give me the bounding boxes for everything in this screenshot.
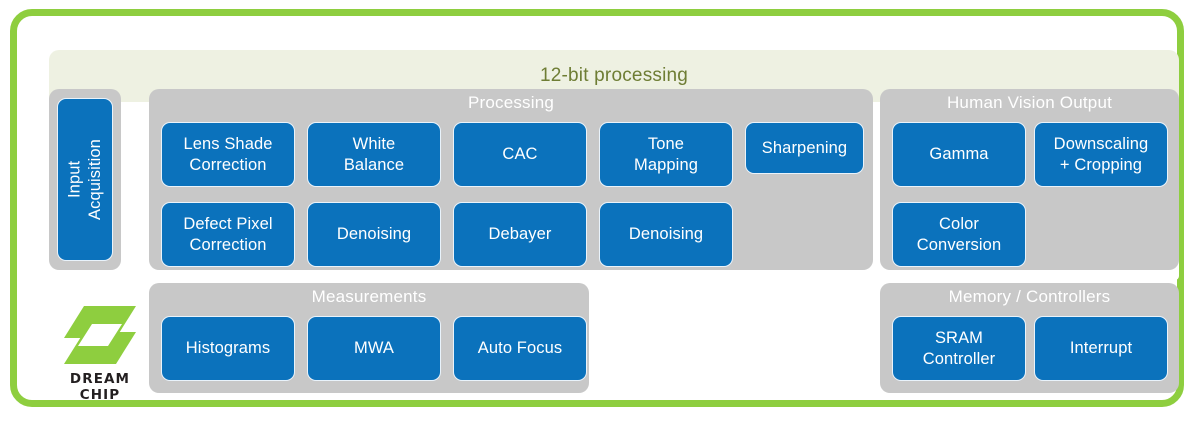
banner-title: 12-bit processing (539, 65, 689, 86)
block-sram-controller[interactable]: SRAM Controller (892, 316, 1026, 381)
measurements-panel: Measurements Histograms MWA Auto Focus (149, 283, 589, 393)
block-tone-mapping[interactable]: Tone Mapping (599, 122, 733, 187)
human-vision-output-panel-title: Human Vision Output (946, 93, 1113, 112)
block-histograms[interactable]: Histograms (161, 316, 295, 381)
block-input-acquisition[interactable]: Input Acquisition (57, 98, 113, 261)
brand-name: DREAM CHIP (69, 371, 131, 403)
block-mwa[interactable]: MWA (307, 316, 441, 381)
block-sharpening[interactable]: Sharpening (745, 122, 864, 174)
dream-chip-logo: DREAM CHIP (55, 304, 145, 403)
block-white-balance[interactable]: White Balance (307, 122, 441, 187)
block-cac[interactable]: CAC (453, 122, 587, 187)
chip-diagram-frame: 12-bit processing Input Acquisition Proc… (10, 9, 1184, 407)
measurements-panel-title: Measurements (311, 287, 427, 306)
parallelogram-logo-icon (64, 306, 136, 364)
memory-controllers-panel-title: Memory / Controllers (948, 287, 1111, 306)
block-denoising-1[interactable]: Denoising (307, 202, 441, 267)
block-interrupt[interactable]: Interrupt (1034, 316, 1168, 381)
block-gamma[interactable]: Gamma (892, 122, 1026, 187)
memory-controllers-panel: Memory / Controllers SRAM Controller Int… (880, 283, 1179, 393)
block-color-conversion[interactable]: Color Conversion (892, 202, 1026, 267)
block-debayer[interactable]: Debayer (453, 202, 587, 267)
block-defect-pixel-correction[interactable]: Defect Pixel Correction (161, 202, 295, 267)
block-lens-shade-correction[interactable]: Lens Shade Correction (161, 122, 295, 187)
block-auto-focus[interactable]: Auto Focus (453, 316, 587, 381)
processing-panel: Processing Lens Shade Correction White B… (149, 89, 873, 270)
block-denoising-2[interactable]: Denoising (599, 202, 733, 267)
processing-panel-title: Processing (467, 93, 555, 112)
input-acquisition-panel: Input Acquisition (49, 89, 121, 270)
human-vision-output-panel: Human Vision Output Gamma Downscaling + … (880, 89, 1179, 270)
block-downscaling-cropping[interactable]: Downscaling + Cropping (1034, 122, 1168, 187)
